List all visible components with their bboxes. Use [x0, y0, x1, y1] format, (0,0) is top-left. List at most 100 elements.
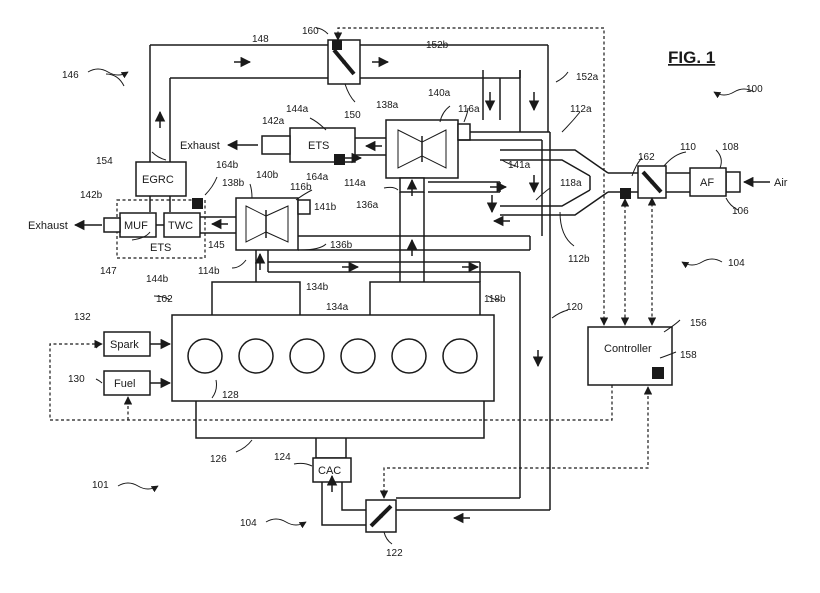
twc-label: TWC — [168, 220, 193, 232]
ets-a-outlet — [261, 135, 291, 155]
ref-label: 136a — [356, 200, 379, 211]
fuel-label: Fuel — [114, 378, 135, 390]
ref-label: 148 — [252, 34, 269, 45]
ref-label: 152a — [576, 72, 599, 83]
exhaust-b-label: Exhaust — [28, 220, 68, 232]
ref-label: 118a — [560, 178, 582, 189]
exhaust-a-label: Exhaust — [180, 140, 220, 152]
sensor-icon — [620, 188, 631, 199]
spark-box — [103, 331, 151, 357]
turbo-b-outlet-stub — [297, 199, 311, 215]
ref-label: 138b — [222, 178, 245, 189]
ref-label: 145 — [208, 240, 225, 251]
ets-b-outlet — [103, 217, 121, 233]
exhaust-upper: ETS Exhaust — [180, 127, 386, 165]
ref-label: 154 — [96, 156, 113, 167]
ref-label: 128 — [222, 390, 239, 401]
sensor-icon — [652, 367, 664, 379]
ref-label: 144a — [286, 104, 309, 115]
turbo-b — [235, 197, 311, 251]
reference-squiggles — [87, 68, 755, 529]
ref-label: 141b — [314, 202, 337, 213]
ref-label: 132 — [74, 312, 91, 323]
twc-box — [163, 212, 201, 238]
ref-label: 136b — [330, 240, 353, 251]
ref-label: 138a — [376, 100, 399, 111]
charge-air-cooler: CAC — [312, 457, 550, 533]
ref-label: 142b — [80, 190, 103, 201]
ref-label: 150 — [344, 110, 361, 121]
controller-group: Controller — [587, 326, 673, 386]
turbo-a-outlet-stub — [457, 123, 471, 141]
figure-title: FIG. 1 — [668, 48, 715, 67]
ref-label: 164a — [306, 172, 329, 183]
ref-label: 112a — [570, 104, 592, 115]
ref-label: 147 — [100, 266, 117, 277]
ref-label: 152b — [426, 40, 449, 51]
ref-label: 156 — [690, 318, 707, 329]
sensor-icon — [334, 154, 345, 165]
ref-label: 158 — [680, 350, 697, 361]
spark-label: Spark — [110, 339, 139, 351]
ref-label: 118b — [484, 294, 506, 305]
cylinder — [238, 338, 274, 374]
exhaust-lower: MUF TWC ETS Exhaust — [28, 198, 236, 259]
ref-label: 108 — [722, 142, 739, 153]
cylinder — [289, 338, 325, 374]
cac-label: CAC — [318, 465, 341, 477]
ets-b-dashed-box — [116, 199, 206, 259]
fuel-box — [103, 370, 151, 396]
ref-label: 106 — [732, 206, 749, 217]
air-label: Air — [774, 177, 788, 189]
ref-label: 134b — [306, 282, 329, 293]
ets-b-label: ETS — [150, 242, 171, 254]
ref-label: 114a — [344, 178, 366, 189]
ref-label: 114b — [198, 266, 220, 277]
ref-label: 162 — [638, 152, 655, 163]
reference-labels: 100 101 102 104 104 106 108 110 112a 112… — [62, 26, 763, 559]
ref-label: 126 — [210, 454, 227, 465]
leader-lines — [95, 27, 739, 545]
ref-label: 110 — [680, 142, 696, 153]
control-signals — [49, 27, 657, 499]
ref-label: 100 — [746, 84, 763, 95]
ref-label: 104 — [728, 258, 745, 269]
cylinder — [442, 338, 478, 374]
egr-cooler-label: EGRC — [142, 174, 174, 186]
sensor-icon — [192, 198, 203, 209]
intake-group: Air AF — [608, 165, 788, 199]
air-filter-label: AF — [700, 177, 714, 189]
ref-label: 120 — [566, 302, 583, 313]
turbo-b-housing — [235, 197, 299, 251]
cylinder-row — [187, 338, 478, 374]
muffler-label: MUF — [124, 220, 148, 232]
ref-label: 116b — [290, 182, 312, 193]
ref-label: 102 — [156, 294, 173, 305]
cylinder — [340, 338, 376, 374]
air-filter-box — [689, 167, 727, 197]
ref-label: 146 — [62, 70, 79, 81]
ref-label: 144b — [146, 274, 169, 285]
flow-arrow-icon — [154, 56, 544, 524]
ref-label: 140a — [428, 88, 451, 99]
ets-a-label: ETS — [308, 140, 329, 152]
ref-label: 104 — [240, 518, 257, 529]
af-inlet-stub — [725, 171, 741, 193]
engine-block — [171, 300, 495, 459]
ref-label: 130 — [68, 374, 85, 385]
cylinder — [187, 338, 223, 374]
ref-label: 141a — [508, 160, 531, 171]
ref-label: 124 — [274, 452, 291, 463]
ref-label: 122 — [386, 548, 403, 559]
ref-label: 142a — [262, 116, 285, 127]
ref-label: 116a — [458, 104, 480, 115]
throttle-valve-icon — [369, 504, 393, 528]
turbo-a — [385, 119, 471, 193]
egr-cooler-box — [135, 161, 187, 197]
cylinder — [391, 338, 427, 374]
ref-label: 134a — [326, 302, 349, 313]
ref-label: 101 — [92, 480, 109, 491]
ignition-fuel: Spark Fuel — [103, 331, 172, 396]
ref-label: 160 — [302, 26, 319, 37]
